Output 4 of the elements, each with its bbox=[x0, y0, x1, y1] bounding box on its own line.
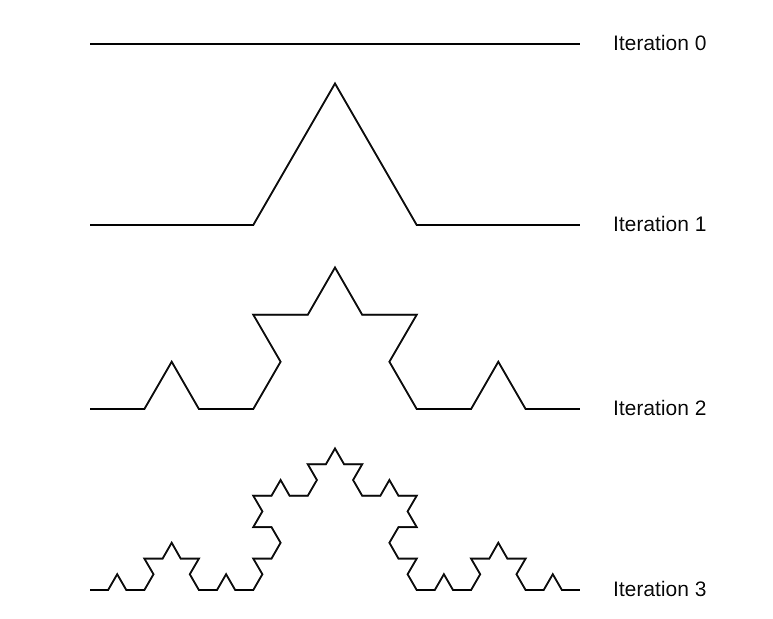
iteration-label: Iteration 3 bbox=[613, 579, 706, 600]
iteration-label: Iteration 0 bbox=[613, 33, 706, 54]
iteration-label: Iteration 2 bbox=[613, 398, 706, 419]
iteration-label: Iteration 1 bbox=[613, 214, 706, 235]
